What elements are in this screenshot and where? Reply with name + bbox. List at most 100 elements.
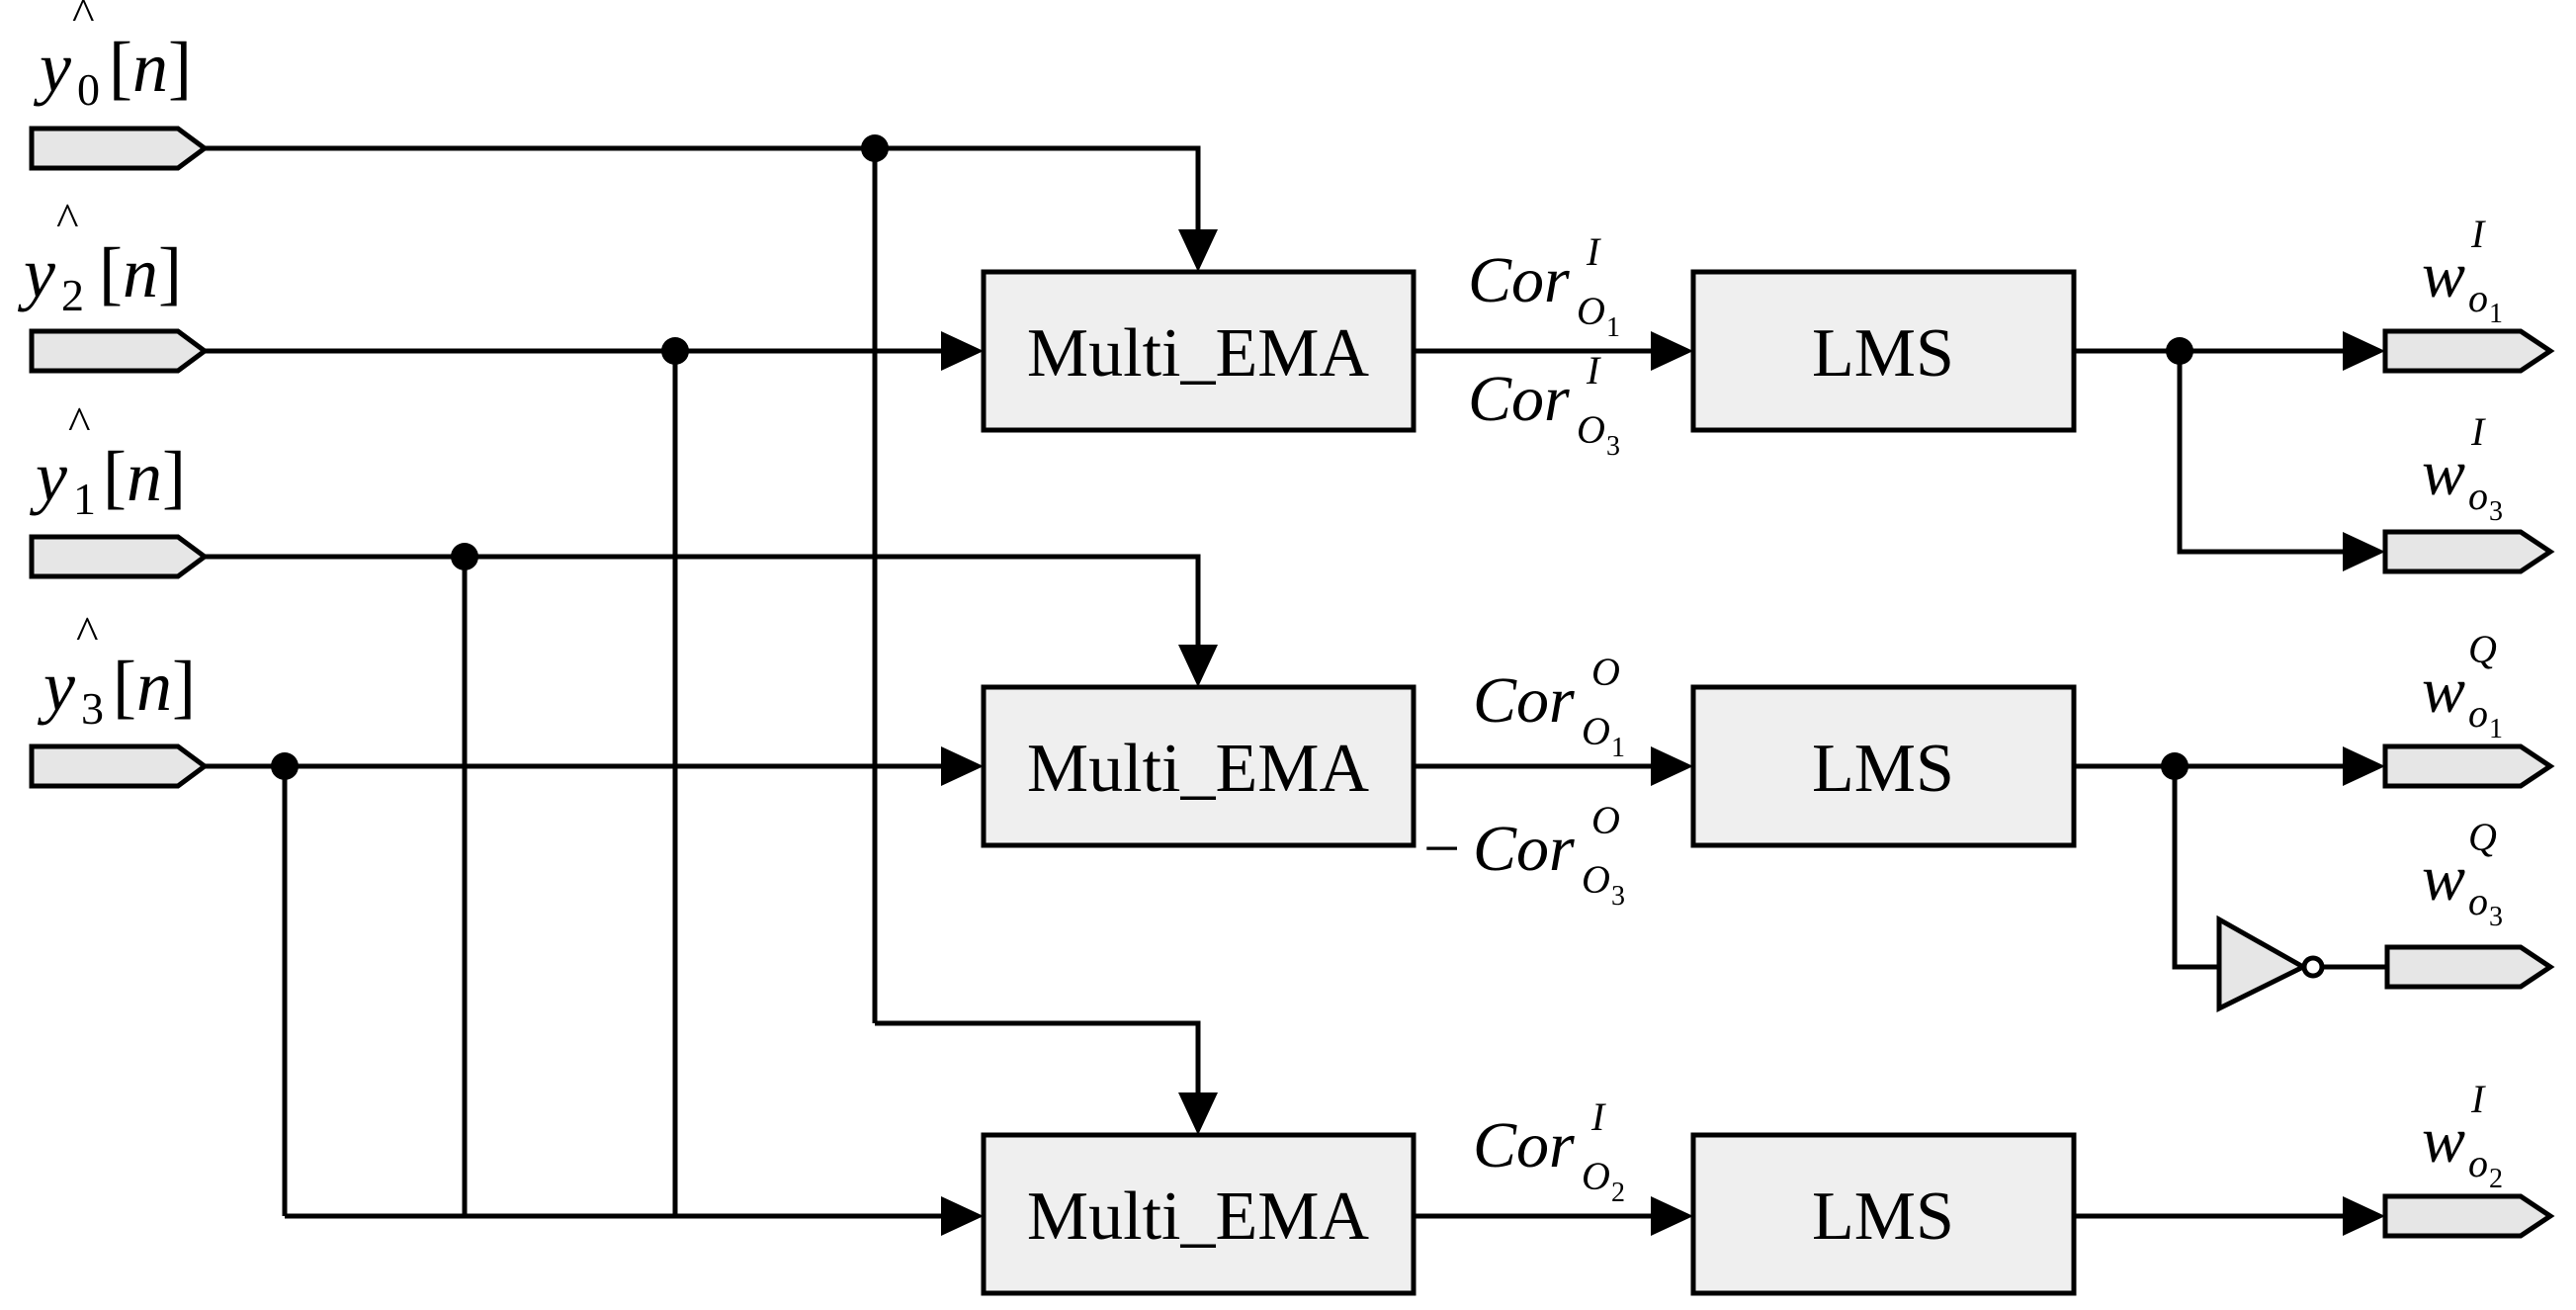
svg-text:I: I	[1590, 1094, 1606, 1139]
svg-text:3: 3	[2489, 902, 2503, 932]
hat-mark: ^	[75, 607, 98, 659]
svg-text:Cor: Cor	[1473, 1109, 1575, 1181]
output-port-w-i-o1	[2382, 328, 2555, 374]
svg-text:O: O	[1582, 857, 1610, 902]
svg-text:Cor: Cor	[1468, 244, 1570, 316]
input-label-y1: ^ y 1 [n]	[29, 397, 186, 524]
svg-text:LMS: LMS	[1812, 1179, 1954, 1255]
signal-label-row1-top: Cor I O 1	[1468, 229, 1620, 343]
arrow-right-icon	[941, 331, 984, 371]
input-port-y3	[29, 743, 210, 789]
svg-text:[n]: [n]	[109, 28, 192, 107]
input-label-y0: ^ y 0 [n]	[33, 0, 192, 115]
svg-text:1: 1	[1611, 733, 1625, 763]
svg-text:o: o	[2468, 879, 2488, 923]
svg-text:o: o	[2468, 474, 2488, 518]
svg-text:Cor: Cor	[1468, 363, 1570, 435]
svg-text:I: I	[2470, 1077, 2486, 1121]
junction-dot	[271, 752, 299, 780]
arrow-down-icon	[1178, 229, 1218, 272]
svg-text:[n]: [n]	[113, 647, 196, 726]
hat-mark: ^	[67, 397, 90, 450]
svg-text:y: y	[33, 28, 71, 107]
svg-text:I: I	[1586, 348, 1601, 393]
svg-text:2: 2	[61, 270, 84, 320]
input-wires	[205, 145, 1201, 1219]
arrow-right-icon	[2343, 1196, 2385, 1236]
output-wires	[2074, 348, 2387, 1219]
hat-mark: ^	[55, 194, 78, 246]
signal-label-row1-bottom: Cor I O 3	[1468, 348, 1620, 462]
lms-block-1: LMS	[1690, 269, 2077, 433]
svg-text:Cor: Cor	[1473, 813, 1575, 885]
svg-text:Cor: Cor	[1473, 664, 1575, 737]
svg-text:y: y	[37, 647, 75, 726]
output-label-w-i-o2: w I o 2	[2422, 1077, 2503, 1194]
svg-text:3: 3	[81, 683, 104, 734]
svg-text:1: 1	[73, 474, 96, 524]
input-port-y2	[29, 328, 210, 374]
svg-text:LMS: LMS	[1812, 315, 1954, 392]
svg-text:w: w	[2422, 842, 2465, 915]
arrow-right-icon	[941, 746, 984, 786]
svg-text:o: o	[2468, 276, 2488, 320]
svg-text:O: O	[1582, 709, 1610, 753]
output-port-w-q-o1	[2382, 743, 2555, 789]
svg-text:Multi_EMA: Multi_EMA	[1027, 315, 1370, 392]
svg-text:I: I	[2470, 212, 2486, 256]
output-port-w-i-o3	[2382, 529, 2555, 574]
svg-text:Multi_EMA: Multi_EMA	[1027, 731, 1370, 807]
signal-label-row2-top: Cor O O 1	[1473, 650, 1625, 763]
svg-text:3: 3	[2489, 496, 2503, 527]
multi-ema-block-2: Multi_EMA	[981, 684, 1417, 848]
junction-dot	[861, 134, 889, 162]
svg-text:I: I	[2470, 409, 2486, 454]
input-port-y0	[29, 126, 210, 171]
svg-text:3: 3	[1606, 431, 1620, 462]
arrow-down-icon	[1178, 645, 1218, 687]
ema-to-lms-wires	[1414, 348, 1656, 1219]
svg-text:2: 2	[2489, 1164, 2503, 1194]
svg-text:3: 3	[1611, 881, 1625, 912]
svg-text:Multi_EMA: Multi_EMA	[1027, 1179, 1370, 1255]
signal-label-row3-top: Cor I O 2	[1473, 1094, 1625, 1208]
svg-text:0: 0	[77, 64, 100, 115]
hat-mark: ^	[71, 0, 94, 41]
svg-text:w: w	[2422, 1104, 2465, 1177]
svg-text:y: y	[17, 233, 55, 312]
signal-label-row2-bottom: − Cor O O 3	[1423, 798, 1625, 912]
svg-text:O: O	[1577, 289, 1605, 333]
inverter-icon	[2216, 915, 2325, 1013]
arrow-right-icon	[1651, 1196, 1693, 1236]
svg-text:−: −	[1423, 813, 1460, 885]
svg-text:1: 1	[1606, 312, 1620, 343]
arrow-right-icon	[2343, 532, 2385, 571]
arrow-right-icon	[1651, 331, 1693, 371]
svg-text:O: O	[1591, 650, 1620, 694]
svg-text:Q: Q	[2468, 815, 2497, 859]
svg-text:w: w	[2422, 437, 2465, 509]
svg-text:O: O	[1582, 1154, 1610, 1198]
svg-text:O: O	[1577, 407, 1605, 452]
lms-block-3: LMS	[1690, 1132, 2077, 1296]
svg-text:I: I	[1586, 229, 1601, 274]
svg-text:2: 2	[1611, 1178, 1625, 1208]
arrow-right-icon	[941, 1196, 984, 1236]
svg-text:Q: Q	[2468, 627, 2497, 671]
arrow-right-icon	[1651, 746, 1693, 786]
arrow-down-icon	[1178, 1092, 1218, 1135]
junction-dot	[451, 543, 478, 570]
svg-text:w: w	[2422, 239, 2465, 311]
junction-dot	[2166, 337, 2193, 365]
svg-text:[n]: [n]	[103, 437, 186, 516]
svg-text:1: 1	[2489, 299, 2503, 329]
output-label-w-i-o1: w I o 1	[2422, 212, 2503, 329]
svg-text:y: y	[29, 437, 67, 516]
output-label-w-q-o3: w Q o 3	[2422, 815, 2503, 932]
svg-text:[n]: [n]	[99, 233, 182, 312]
output-label-w-i-o3: w I o 3	[2422, 409, 2503, 527]
output-port-w-i-o2	[2382, 1193, 2555, 1239]
input-port-y1	[29, 534, 210, 579]
svg-text:w: w	[2422, 655, 2465, 727]
